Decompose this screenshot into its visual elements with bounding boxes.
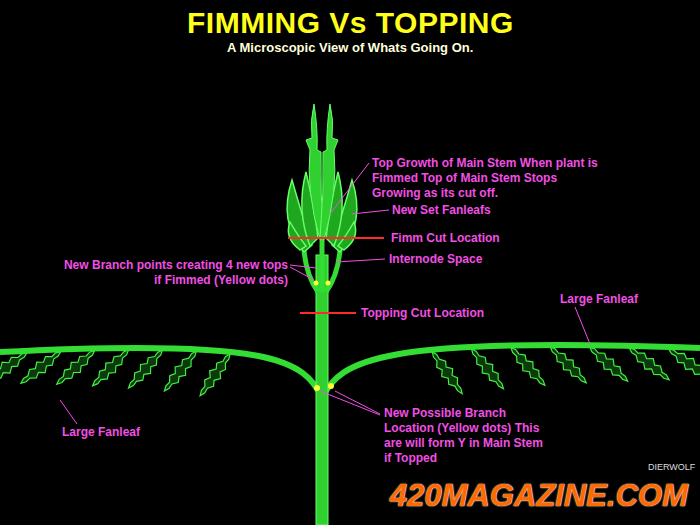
leaflet: [200, 354, 230, 396]
callout-label: Fimm Cut Location: [391, 231, 500, 246]
fimm-cut-line: [288, 237, 384, 239]
leaflet: [93, 350, 129, 386]
leaflet: [164, 351, 196, 391]
callout-label: New Set Fanleafs: [392, 203, 491, 218]
author-credit: DIERWOLF: [648, 462, 695, 472]
fanleaf-stem: [322, 345, 700, 398]
callout-label: Large Fanleaf: [62, 425, 140, 440]
diagram-title: FIMMING Vs TOPPING: [187, 6, 514, 40]
leaflet: [129, 350, 163, 388]
fanleaf-stem: [0, 348, 322, 398]
leaflet: [471, 349, 503, 389]
leaflet: [590, 347, 628, 381]
callout-label: Top Growth of Main Stem When plant is Fi…: [372, 156, 604, 201]
leaflet: [511, 347, 545, 385]
callout-label: New Possible Branch Location (Yellow dot…: [384, 406, 544, 466]
leaflet: [21, 351, 61, 383]
leaflet: [629, 348, 669, 380]
leaflet: [432, 352, 462, 394]
leader-lines: [60, 163, 590, 424]
callout-label: Internode Space: [389, 252, 482, 267]
leaflet: [0, 353, 27, 383]
callout-label: New Branch points creating 4 new tops if…: [62, 258, 288, 288]
callout-label: Topping Cut Location: [361, 306, 484, 321]
leaflet: [57, 350, 95, 384]
top-growth: [306, 104, 338, 240]
branch-dots: [314, 281, 335, 392]
topping-cut-line: [300, 312, 356, 314]
leaflet: [668, 349, 700, 379]
subtitle: A Microscopic View of Whats Going On.: [227, 40, 473, 55]
watermark: 420MAGAZINE.COM: [390, 478, 688, 514]
leaflet: [550, 347, 586, 383]
callout-label: Large Fanleaf: [560, 292, 638, 307]
